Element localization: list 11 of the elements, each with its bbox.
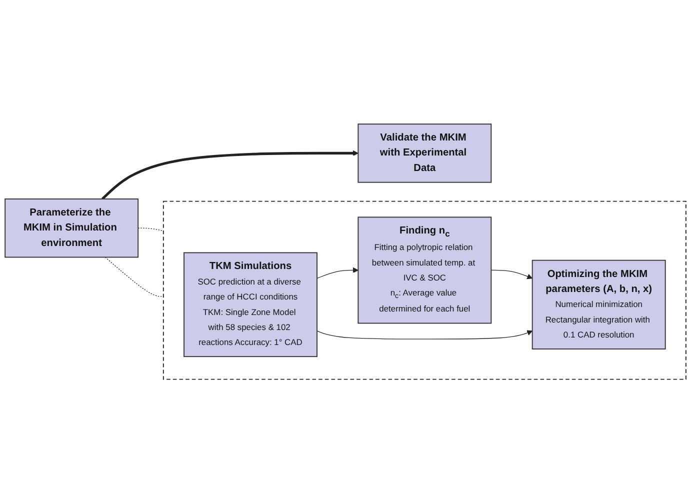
process-box: Finding n$_{c}$ Fitting a polytropic relation between simulated temp. at IVC & SOC n$_{c}$: Average value determined for each fuel <box>358 217 492 324</box>
process-box: Optimizing the MKIM parameters (A, b, n, x) Numerical minimization Rectangular integration with 0.1 CAD resolution <box>532 260 666 350</box>
arrow <box>102 150 358 200</box>
process-box: Parameterize the MKIM in Simulation environment <box>4 198 139 258</box>
arrow <box>316 268 358 279</box>
connector <box>138 228 164 232</box>
process-box: Validate the MKIM with Experimental Data <box>358 124 492 184</box>
arrow <box>316 330 533 340</box>
connector <box>104 257 164 298</box>
process-box: TKM Simulations SOC prediction at a diverse range of HCCI conditions TKM: Single Zone Model with 58 species & 102 reactions Accuracy: 1° CAD <box>184 252 318 358</box>
arrow <box>490 270 533 280</box>
